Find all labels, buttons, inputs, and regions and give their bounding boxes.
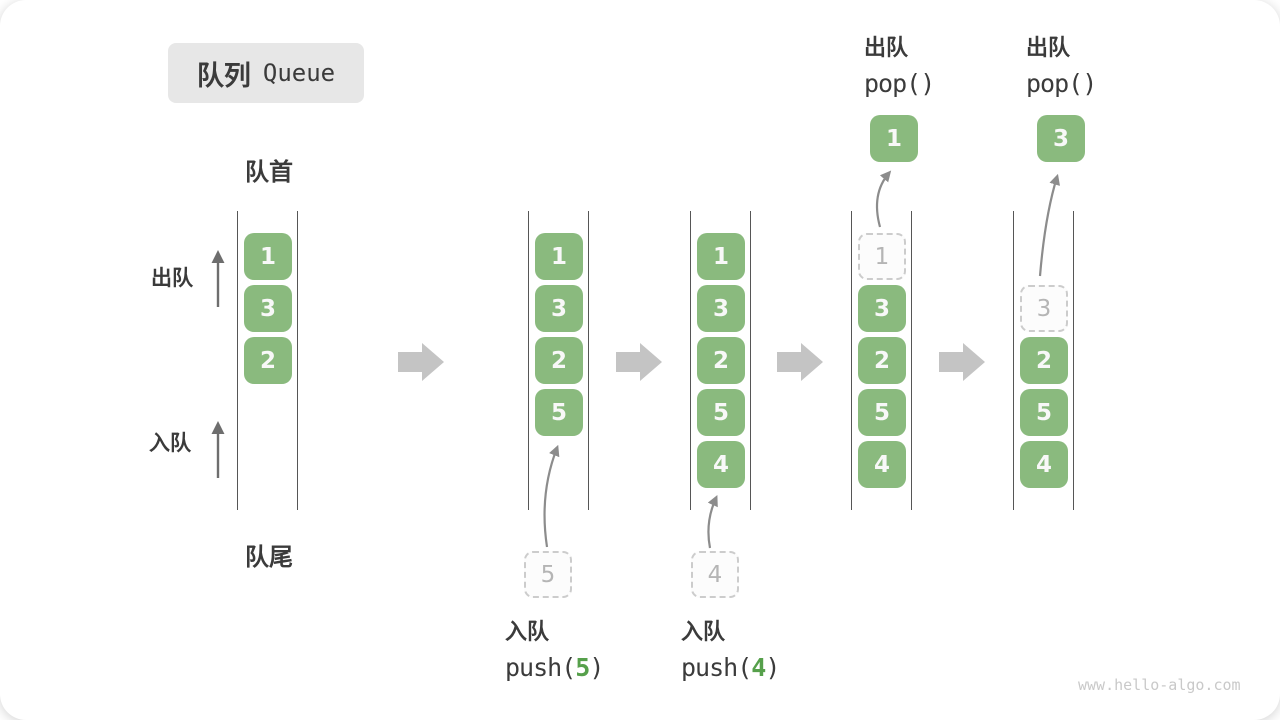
watermark: www.hello-algo.com — [1078, 676, 1241, 694]
queue-cell: 1 — [244, 233, 292, 280]
enqueue-operation-label: 入队 push(5) — [505, 614, 604, 682]
queue-cell: 3 — [244, 285, 292, 332]
diagram-title-box: 队列 Queue — [168, 43, 364, 103]
dequeue-label: 出队 — [151, 267, 193, 290]
queue-rail-1 — [237, 211, 298, 510]
op-code: push(4) — [681, 653, 780, 682]
op-arg: 5 — [575, 653, 590, 682]
queue-cell: 5 — [858, 389, 906, 436]
queue-rail-4 — [851, 211, 912, 510]
enqueue-label: 入队 — [149, 432, 191, 455]
title-en: Queue — [262, 59, 336, 87]
queue-cell: 4 — [697, 441, 745, 488]
transition-arrow-icon — [777, 343, 823, 381]
title-zh: 队列 — [196, 60, 251, 91]
queue-cell: 1 — [535, 233, 583, 280]
removed-cell: 3 — [1020, 285, 1068, 332]
queue-cell: 2 — [244, 337, 292, 384]
op-label-zh: 出队 — [1026, 35, 1071, 60]
removed-cell: 1 — [858, 233, 906, 280]
op-arg: 4 — [751, 653, 766, 682]
queue-cell: 2 — [697, 337, 745, 384]
queue-cell: 5 — [697, 389, 745, 436]
queue-rail-5 — [1013, 211, 1074, 510]
dequeue-operation-label: 出队 pop() — [864, 30, 935, 98]
queue-front-label: 队首 — [245, 159, 293, 186]
op-code: push(5) — [505, 653, 604, 682]
queue-cell: 2 — [535, 337, 583, 384]
queue-cell: 5 — [535, 389, 583, 436]
op-code: pop() — [1026, 69, 1097, 98]
op-code: pop() — [864, 69, 935, 98]
queue-cell: 3 — [697, 285, 745, 332]
queue-rail-2 — [528, 211, 589, 510]
op-label-zh: 入队 — [505, 619, 550, 644]
queue-cell: 3 — [535, 285, 583, 332]
queue-cell: 3 — [858, 285, 906, 332]
transition-arrow-icon — [939, 343, 985, 381]
dequeue-operation-label: 出队 pop() — [1026, 30, 1097, 98]
queue-cell: 2 — [1020, 337, 1068, 384]
popped-cell: 3 — [1037, 115, 1085, 162]
op-label-zh: 出队 — [864, 35, 909, 60]
queue-cell: 5 — [1020, 389, 1068, 436]
queue-rear-label: 队尾 — [245, 544, 293, 571]
queue-rail-3 — [690, 211, 751, 510]
pending-cell: 4 — [691, 551, 739, 598]
op-label-zh: 入队 — [681, 619, 726, 644]
transition-arrow-icon — [616, 343, 662, 381]
queue-cell: 4 — [1020, 441, 1068, 488]
popped-cell: 1 — [870, 115, 918, 162]
queue-cell: 1 — [697, 233, 745, 280]
queue-cell: 2 — [858, 337, 906, 384]
transition-arrow-icon — [398, 343, 444, 381]
enqueue-operation-label: 入队 push(4) — [681, 614, 780, 682]
queue-cell: 4 — [858, 441, 906, 488]
pending-cell: 5 — [524, 551, 572, 598]
